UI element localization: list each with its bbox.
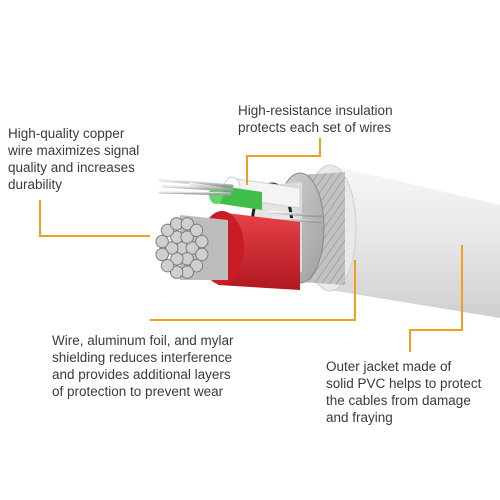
copper-strand [169, 265, 184, 279]
copper-strand [160, 258, 175, 273]
callout-line: quality and increases [8, 160, 135, 175]
copper-strand [185, 241, 199, 255]
callout-line: High-resistance insulation [238, 103, 393, 118]
callout-line: and provides additional layers [52, 367, 231, 382]
copper-strand [180, 217, 195, 231]
copper-strand [189, 258, 204, 273]
copper-strand [195, 247, 209, 262]
leader-lines [39, 138, 463, 352]
copper-strand [195, 234, 209, 249]
leader-copper [39, 200, 150, 237]
copper-strand [155, 247, 169, 262]
leader-shield [150, 260, 356, 321]
copper-strand [189, 223, 204, 238]
callout-line: the cables from damage [326, 393, 471, 408]
callout-line: High-quality copper [8, 126, 125, 141]
insulation-callout: High-resistance insulation protects each… [238, 102, 393, 136]
copper-strand-bundle [155, 217, 209, 279]
callout-line: of protection to prevent wear [52, 384, 224, 399]
callout-line: Outer jacket made of [326, 359, 452, 374]
signal-strands [158, 178, 322, 224]
copper-strand [180, 230, 194, 244]
copper-strand [170, 252, 184, 266]
leader-jacket [409, 245, 463, 352]
shielding-callout: Wire, aluminum foil, and mylar shielding… [52, 332, 234, 400]
callout-line: solid PVC helps to protect [326, 376, 482, 391]
green-wire-body [215, 185, 262, 210]
leader-insulation [246, 138, 321, 185]
outer-jacket [330, 165, 500, 318]
callout-line: protects each set of wires [238, 120, 392, 135]
callout-line: shielding reduces interference [52, 350, 233, 365]
callout-line: and fraying [326, 410, 393, 425]
copper-strand [160, 223, 175, 238]
copper-wire-callout: High-quality copper wire maximizes signa… [8, 125, 139, 193]
jacket-callout: Outer jacket made of solid PVC helps to … [326, 358, 481, 426]
callout-line: durability [8, 177, 63, 192]
callout-line: Wire, aluminum foil, and mylar [52, 333, 234, 348]
copper-strand [165, 241, 179, 255]
copper-strand [155, 234, 169, 249]
callout-line: wire maximizes signal [8, 143, 140, 158]
